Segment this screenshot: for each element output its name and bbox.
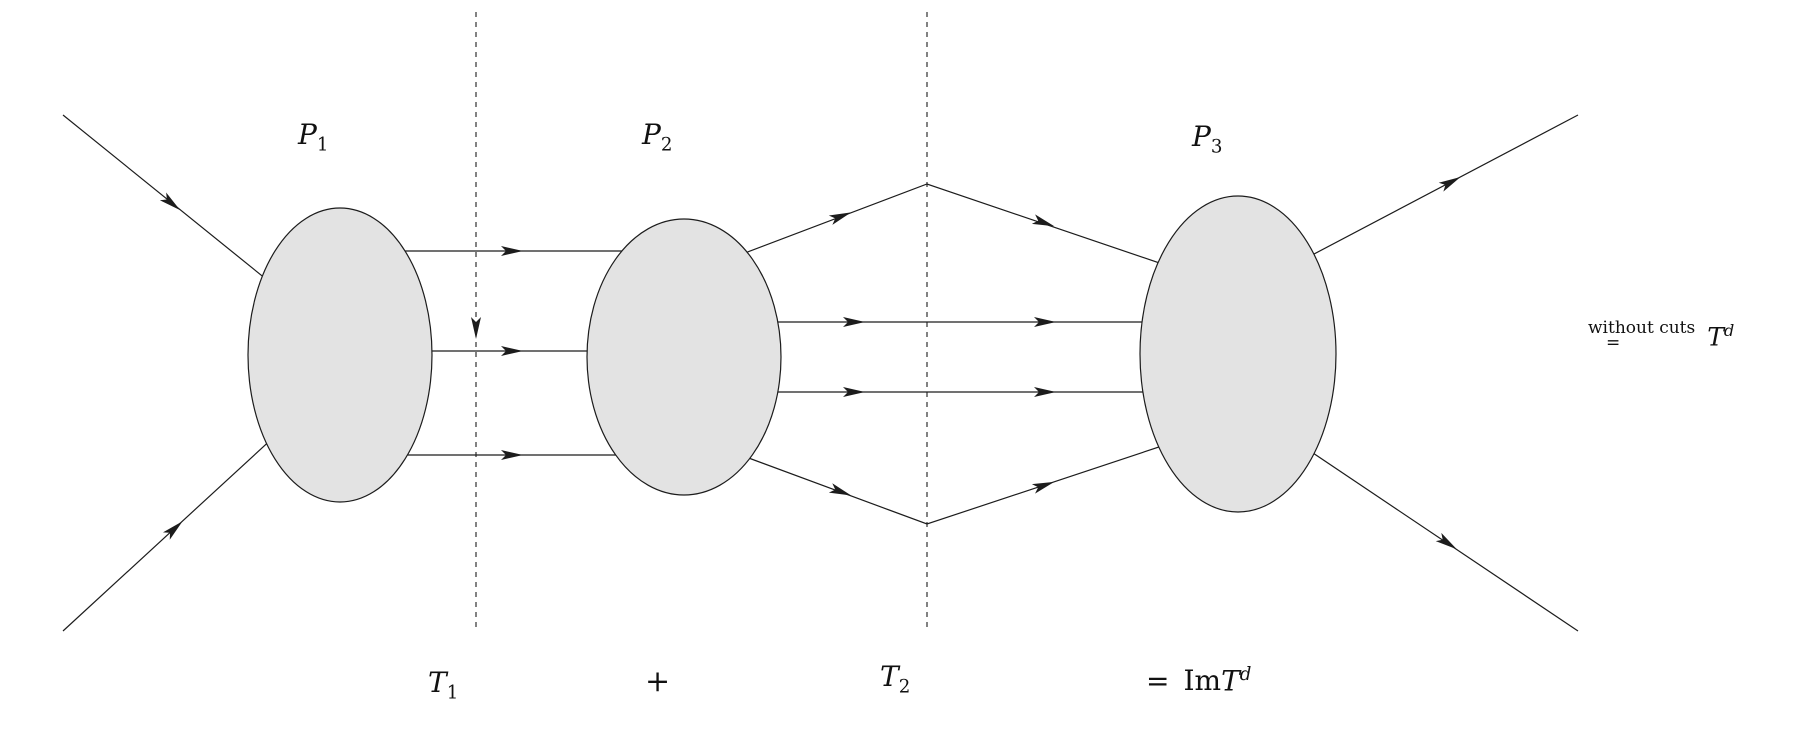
cut-label-t1-sub: 1 — [446, 682, 459, 704]
cut-label-t1: T1 — [428, 666, 458, 704]
propagator-line-bottom — [699, 439, 1181, 525]
annotation-term: Td — [1707, 321, 1734, 351]
annotation: without cuts = Td — [1588, 318, 1734, 353]
blob-label-p1: P1 — [298, 118, 328, 156]
annotation-symbol: T — [1707, 322, 1724, 352]
blob-label-p1-base: P — [298, 118, 317, 151]
propagator-line-top — [699, 183, 1181, 271]
blob-label-p2-sub: 2 — [660, 134, 673, 156]
arrowhead — [1031, 477, 1056, 494]
arrowhead — [828, 483, 853, 501]
blob-label-p1-sub: 1 — [316, 134, 329, 156]
annotation-equals: = — [1606, 332, 1621, 353]
blob-p2 — [586, 218, 782, 496]
plus-sign: + — [645, 664, 671, 699]
result-label: = ImTd — [1146, 664, 1251, 697]
arrowhead — [1031, 214, 1056, 231]
blob-label-p3: P3 — [1192, 120, 1222, 158]
blob-label-p2: P2 — [642, 118, 672, 156]
blob-label-p3-base: P — [1192, 120, 1211, 153]
arrowhead — [1438, 172, 1463, 192]
cut-label-t2: T2 — [880, 660, 910, 698]
blob-p3 — [1139, 195, 1337, 513]
arrowhead — [828, 207, 853, 225]
cut-label-t1-base: T — [428, 666, 447, 699]
cut-label-t2-base: T — [880, 660, 899, 693]
blob-label-p3-sub: 3 — [1210, 136, 1223, 158]
arrowhead — [1435, 532, 1460, 554]
cut-label-t2-sub: 2 — [898, 676, 911, 698]
annotation-stack: without cuts = — [1588, 318, 1696, 353]
annotation-superscript: d — [1723, 321, 1735, 341]
arrowhead-cut — [471, 317, 481, 339]
result-superscript: d — [1239, 664, 1252, 685]
annotation-text: without cuts — [1588, 318, 1696, 338]
result-prefix: Im — [1183, 664, 1222, 698]
equals-sign: = — [1146, 664, 1170, 698]
blob-p1 — [247, 207, 433, 503]
result-symbol: T — [1221, 664, 1240, 698]
blob-label-p2-base: P — [642, 118, 661, 151]
